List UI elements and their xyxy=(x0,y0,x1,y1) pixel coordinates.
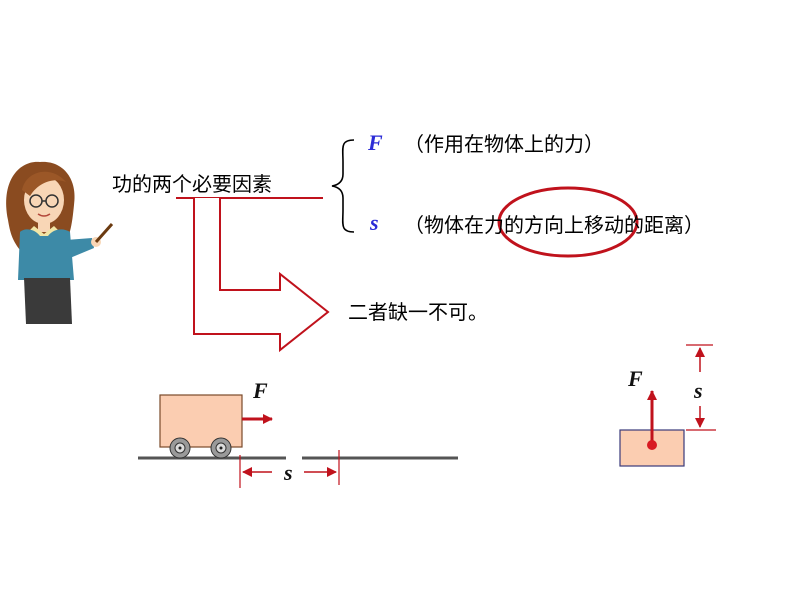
cart-wheel xyxy=(169,437,191,459)
force-origin-dot xyxy=(647,440,657,450)
cart-diagram xyxy=(138,394,458,488)
main-label: 功的两个必要因素 xyxy=(112,172,272,196)
factor-symbol-distance: s xyxy=(370,210,379,235)
teacher-illustration xyxy=(6,161,114,324)
factor-description-force: （作用在物体上的力） xyxy=(404,132,604,156)
lift-force-label: F xyxy=(628,366,643,391)
highlight-ellipse xyxy=(497,186,639,258)
cart-distance-label: s xyxy=(284,460,293,485)
cart-body xyxy=(159,394,243,448)
curly-brace xyxy=(331,139,355,233)
lift-distance-label: s xyxy=(694,378,703,403)
conclusion-text: 二者缺一不可。 xyxy=(348,300,488,324)
hollow-arrow xyxy=(193,198,330,353)
factor-description-distance: （物体在力的方向上移动的距离） xyxy=(404,213,704,237)
lift-diagram xyxy=(619,344,716,467)
factor-symbol-force: F xyxy=(368,130,383,155)
cart-wheel xyxy=(210,437,232,459)
cart-force-label: F xyxy=(253,378,268,403)
